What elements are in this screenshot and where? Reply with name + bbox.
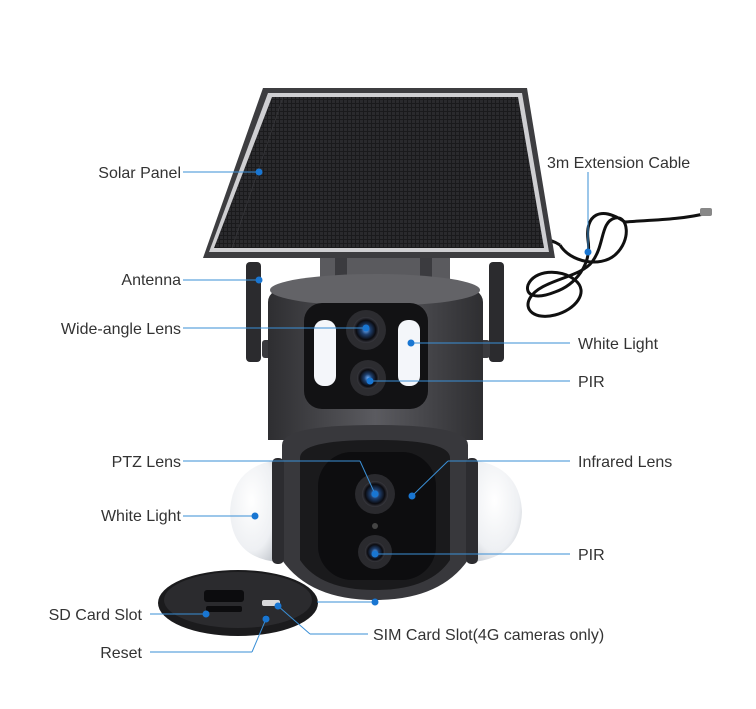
pointer-dot (274, 602, 282, 610)
label-reset: Reset (100, 645, 142, 662)
white-light-top-right (398, 320, 420, 386)
label-ptz-lens: PTZ Lens (112, 454, 181, 471)
label-pir-bottom: PIR (578, 547, 605, 564)
label-antenna: Antenna (121, 272, 181, 289)
pointer-dot (255, 168, 263, 176)
pointer-dot (371, 490, 379, 498)
pointer-dot (371, 550, 379, 558)
pointer-dot (371, 598, 379, 606)
label-sim-card-slot: SIM Card Slot(4G cameras only) (373, 627, 604, 644)
slot-detail-inset (158, 570, 318, 636)
pointer-dot (251, 512, 259, 520)
pointer-dot (408, 492, 416, 500)
pointer-dot (362, 324, 370, 332)
label-white-light-side: White Light (101, 508, 182, 525)
dome-bracket-right (466, 458, 478, 564)
pointer-dot (262, 615, 270, 623)
white-light-top-left (314, 320, 336, 386)
white-light-side-right (472, 460, 522, 562)
pointer-dot (407, 339, 415, 347)
label-sd-card-slot: SD Card Slot (49, 607, 143, 624)
pointer-dot (584, 248, 592, 256)
label-wide-angle-lens: Wide-angle Lens (61, 321, 181, 338)
pointer-dot (255, 276, 263, 284)
label-infrared-lens: Infrared Lens (578, 454, 672, 471)
pointer-dots (202, 168, 592, 623)
label-pir-top: PIR (578, 374, 605, 391)
label-extension-cable: 3m Extension Cable (547, 155, 690, 172)
pointer-dot (366, 377, 374, 385)
label-white-light-top: White Light (578, 336, 659, 353)
mount-rib (420, 250, 432, 284)
solar-panel (203, 88, 555, 258)
label-solar-panel: Solar Panel (98, 165, 181, 182)
camera-upper-body (268, 274, 483, 440)
sensor-dot (372, 523, 378, 529)
pir-top-glass (357, 367, 379, 389)
leader-lines (150, 171, 589, 653)
pointer-dot (202, 610, 210, 618)
white-light-side-left (230, 460, 278, 562)
dome-bracket-left (272, 458, 284, 564)
